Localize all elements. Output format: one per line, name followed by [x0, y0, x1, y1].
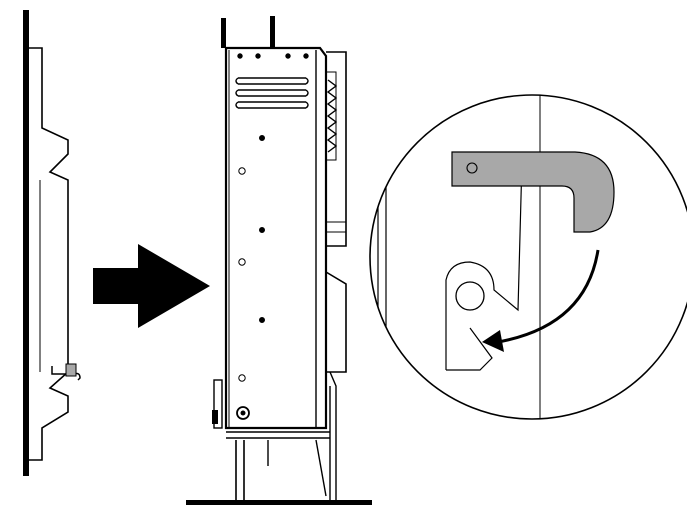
wall-bracket [23, 10, 81, 476]
hook-bracket [451, 151, 615, 233]
detail-zoom-circle [369, 94, 687, 420]
insert-arrow [93, 244, 210, 328]
mounting-pin [455, 281, 485, 311]
heater-side-view [186, 16, 372, 505]
rotate-arrow [482, 249, 600, 352]
